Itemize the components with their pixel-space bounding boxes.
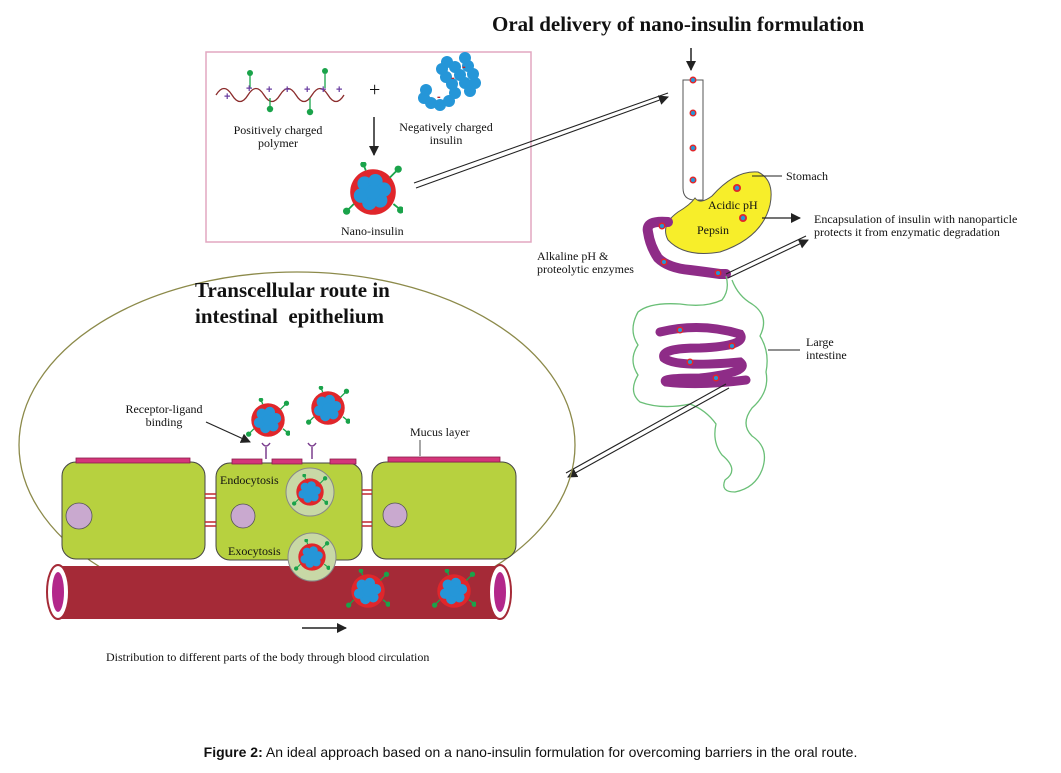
receptor-label-line2: binding — [145, 414, 183, 429]
duodenum-particles — [658, 222, 722, 277]
svg-text:+: + — [320, 84, 326, 96]
polymer-label-line1: Positively charged — [233, 123, 323, 137]
receptor-arrow — [205, 421, 251, 443]
svg-text:-: - — [437, 91, 441, 103]
large-intestine-label-line2: intestine — [806, 347, 847, 362]
alkaline-label-line1: Alkaline pH & — [537, 249, 609, 263]
epithelial-cell-right — [371, 461, 517, 560]
large-intestine-label-line1: Large — [806, 335, 834, 349]
large-intestine-particles — [676, 326, 736, 382]
svg-text:+: + — [336, 84, 342, 96]
acidic-ph-label: Acidic pH — [708, 198, 758, 212]
svg-text:+: + — [284, 84, 290, 96]
plus-sign: + — [369, 79, 381, 101]
svg-text:+: + — [304, 84, 310, 96]
large-intestine-label: Large intestine — [806, 336, 847, 361]
circle-title-line1: Transcellular route in — [195, 278, 390, 302]
polymer-label: Positively charged polymer — [220, 124, 336, 149]
receptors — [261, 442, 317, 459]
caption-label: Figure 2: — [203, 744, 263, 760]
insulin-label-line2: insulin — [429, 132, 463, 147]
mucus-label: Mucus layer — [410, 425, 470, 439]
exocytosis-vesicle — [287, 532, 337, 582]
arrow-to-encapsulation-2 — [725, 235, 809, 279]
svg-text:+: + — [266, 84, 272, 96]
exocytosis-label: Exocytosis — [228, 544, 281, 558]
stomach-particles — [733, 184, 747, 222]
nano-particle-receptor — [246, 398, 290, 438]
circle-title-line2: intestinal epithelium — [195, 304, 385, 329]
alkaline-label-line2: proteolytic enzymes — [537, 261, 634, 276]
figure-caption: Figure 2: An ideal approach based on a n… — [0, 744, 1061, 760]
nano-insulin-label: Nano-insulin — [341, 224, 404, 238]
arrow-inset-to-gi — [413, 92, 669, 189]
endocytosis-vesicle — [285, 467, 335, 517]
insulin-label-line1: Negatively charged — [399, 120, 493, 134]
polymer-icon: + + + + + + + — [215, 68, 345, 116]
endocytosis-label: Endocytosis — [220, 473, 279, 487]
alkaline-label: Alkaline pH & proteolytic enzymes — [537, 250, 634, 275]
arrow-intestine-to-circle — [565, 383, 730, 478]
large-intestine-outline — [632, 275, 768, 493]
insulin-label: Negatively charged insulin — [390, 121, 502, 146]
epithelial-cell-left — [61, 461, 206, 560]
large-intestine-tube — [655, 323, 751, 389]
encapsulation-label-line2: protects it from enzymatic degradation — [814, 224, 1000, 239]
svg-text:-: - — [451, 72, 455, 84]
insulin-chain-icon: --- — [418, 52, 481, 111]
encapsulation-label: Encapsulation of insulin with nanopartic… — [814, 213, 1017, 238]
svg-text:+: + — [246, 83, 252, 95]
circle-title: Transcellular route in intestinal epithe… — [195, 277, 390, 330]
nano-insulin-particle — [343, 162, 403, 216]
receptor-label: Receptor-ligand binding — [108, 403, 220, 428]
encapsulation-label-line1: Encapsulation of insulin with nanopartic… — [814, 212, 1018, 226]
tight-junctions — [205, 489, 372, 527]
polymer-label-line2: polymer — [258, 135, 298, 150]
nano-particle-free — [306, 386, 350, 426]
small-intestine-tube — [642, 216, 731, 279]
distribution-label: Distribution to different parts of the b… — [106, 650, 430, 664]
stomach-label: Stomach — [786, 169, 828, 183]
esophagus — [682, 48, 704, 201]
stomach — [665, 171, 772, 254]
page-title: Oral delivery of nano-insulin formulatio… — [492, 12, 865, 36]
caption-text: An ideal approach based on a nano-insuli… — [262, 744, 858, 760]
svg-text:+: + — [224, 91, 230, 103]
receptor-label-line1: Receptor-ligand — [125, 402, 203, 416]
svg-text:-: - — [462, 61, 466, 73]
mucus-layer — [75, 456, 501, 465]
blood-vessel — [46, 564, 512, 620]
pepsin-label: Pepsin — [697, 223, 730, 237]
